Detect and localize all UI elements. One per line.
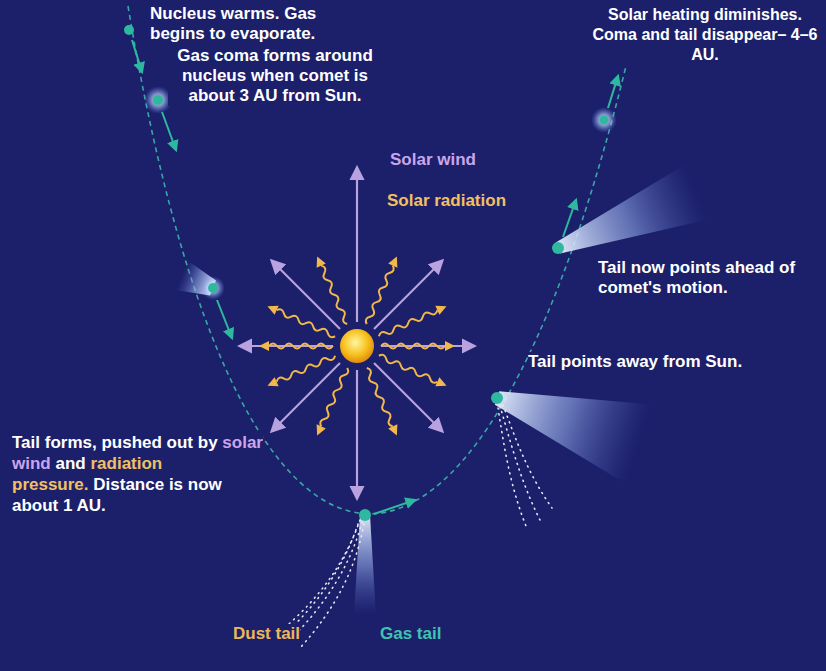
stage-note: Nucleus warms. Gas begins to evaporate. <box>150 4 360 44</box>
force-label: Solar radiation <box>387 191 506 211</box>
stage-note: Solar heating diminishes. Coma and tail … <box>590 5 820 65</box>
tail-label: Gas tail <box>380 624 441 644</box>
stage-note: Gas coma forms around nucleus when comet… <box>168 46 382 106</box>
note-part: Tail forms, pushed out by <box>12 433 218 452</box>
tail-label: Dust tail <box>233 624 300 644</box>
note-part: and <box>55 454 85 473</box>
stage-note: Tail points away from Sun. <box>528 352 742 372</box>
force-label: Solar wind <box>390 150 476 170</box>
stage-note: Tail now points ahead of comet's motion. <box>598 258 813 298</box>
stage-note: Tail forms, pushed out bysolar windandra… <box>12 432 264 516</box>
